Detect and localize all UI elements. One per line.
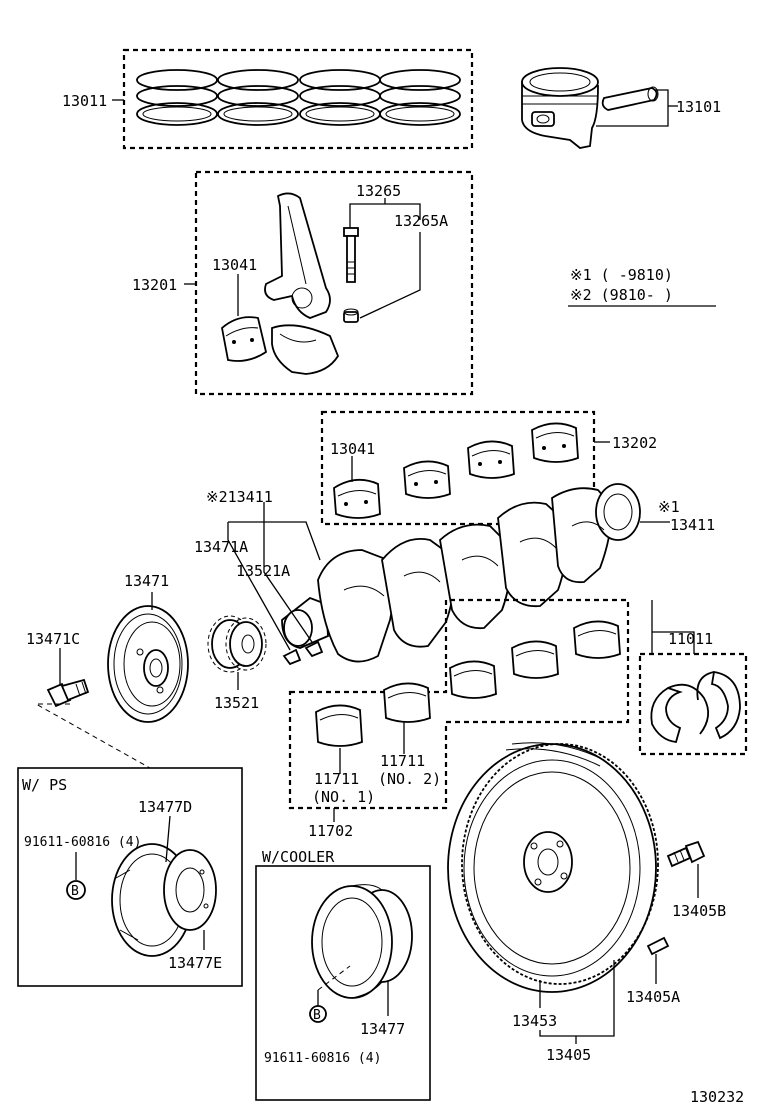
- label-13521: 13521: [214, 694, 259, 712]
- rod-bolt[interactable]: [343, 227, 359, 283]
- label-13405A: 13405A: [626, 988, 680, 1006]
- legend: ※1 ( -9810) ※2 (9810- ): [568, 266, 716, 307]
- label-13477: 13477: [360, 1020, 405, 1038]
- callout-b-cooler: [309, 1005, 327, 1023]
- dowel-pin-13405A[interactable]: [646, 936, 670, 956]
- label-13041-rod: 13041: [212, 256, 257, 274]
- callout-b-cooler-letter: B: [313, 1008, 321, 1023]
- w-cooler-box: [255, 865, 431, 1101]
- callout-b-ps-letter: B: [71, 884, 79, 899]
- label-11702: 11702: [308, 822, 353, 840]
- label-13471: 13471: [124, 572, 169, 590]
- flywheel-bolt-13405B[interactable]: [666, 840, 706, 868]
- label-13521A: 13521A: [236, 562, 290, 580]
- label-13101: 13101: [676, 98, 721, 116]
- rod-bearing[interactable]: [221, 316, 268, 362]
- thrust-washer-box: [638, 652, 748, 756]
- label-13477D: 13477D: [138, 798, 192, 816]
- label-11711-no2: 11711: [380, 752, 425, 770]
- crankshaft-13411[interactable]: [281, 483, 641, 663]
- connecting-rod-group-box: [194, 170, 474, 396]
- crankshaft-pulley-13471[interactable]: [107, 605, 189, 723]
- upper-main-bearing-box: [320, 410, 596, 526]
- cooler-pulley-13477[interactable]: [311, 884, 413, 999]
- label-13405B: 13405B: [672, 902, 726, 920]
- label-13041-main: 13041: [330, 440, 375, 458]
- piston-with-pin-13101[interactable]: [521, 67, 659, 149]
- ps-pulley-13477D[interactable]: [111, 843, 217, 957]
- pulley-bolt-13471C[interactable]: [46, 678, 90, 708]
- w-ps-box: [17, 767, 243, 987]
- upper-main-bearings[interactable]: [333, 422, 579, 519]
- label-w-cooler: W/COOLER: [262, 848, 335, 866]
- lower-main-bearings[interactable]: [315, 620, 621, 747]
- label-11011: 11011: [668, 630, 713, 648]
- label-91611-cooler: 91611-60816 (4): [264, 1051, 381, 1066]
- crankshaft-timing-gear-13521[interactable]: [207, 615, 267, 673]
- label-11711-no1: 11711: [314, 770, 359, 788]
- label-13453: 13453: [512, 1012, 557, 1030]
- lower-main-bearing-box: [288, 598, 630, 810]
- crank-keys[interactable]: [282, 640, 324, 666]
- thrust-washers-11011[interactable]: [650, 670, 741, 743]
- label-13201: 13201: [132, 276, 177, 294]
- label-13011: 13011: [62, 92, 107, 110]
- label-11711-no1-sub: (NO. 1): [312, 788, 375, 806]
- label-13265A: 13265A: [394, 212, 448, 230]
- rod-nut[interactable]: [343, 308, 359, 323]
- label-13411-n1: 13411: [670, 516, 715, 534]
- label-w-ps: W/ PS: [22, 776, 67, 794]
- label-91611-ps: 91611-60816 (4): [24, 835, 141, 850]
- piston-ring-set-13011[interactable]: [122, 48, 474, 150]
- flywheel-13453[interactable]: [447, 742, 659, 993]
- label-13471C: 13471C: [26, 630, 80, 648]
- legend-note-1: ※1 ( -9810): [570, 266, 673, 284]
- label-13411-n2: ※213411: [206, 488, 273, 506]
- label-13202: 13202: [612, 434, 657, 452]
- label-13477E: 13477E: [168, 954, 222, 972]
- connecting-rod[interactable]: [264, 192, 340, 375]
- legend-note-2: ※2 (9810- ): [570, 286, 673, 304]
- label-13411-n1-mark: ※1: [658, 498, 680, 516]
- label-11711-no2-sub: (NO. 2): [378, 770, 441, 788]
- diagram-code: 130232: [690, 1088, 744, 1106]
- label-13405: 13405: [546, 1046, 591, 1064]
- label-13265: 13265: [356, 182, 401, 200]
- label-13471A: 13471A: [194, 538, 248, 556]
- callout-b-ps: [66, 880, 86, 900]
